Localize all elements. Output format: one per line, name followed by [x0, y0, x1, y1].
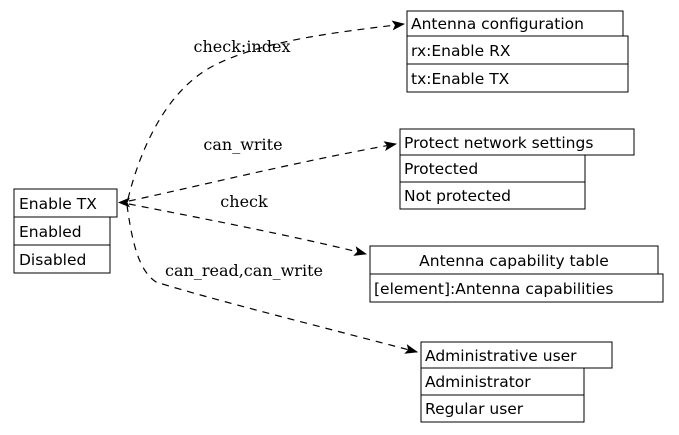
antenna-configuration-row-tx: tx:Enable TX [411, 70, 510, 88]
antenna-configuration-row-rx: rx:Enable RX [411, 42, 511, 60]
edge-can-write [128, 141, 398, 202]
node-administrative-user: Administrative user Administrator Regula… [420, 341, 613, 423]
protect-network-settings-title-box [399, 128, 635, 156]
enable-tx-title: Enable TX [19, 195, 97, 213]
administrative-user-row-regular-user-box [420, 394, 585, 423]
node-protect-network-settings: Protect network settings Protected Not p… [399, 128, 635, 210]
edges [118, 20, 419, 354]
protect-network-settings-row-not-protected: Not protected [404, 187, 511, 205]
edge-label-can-write: can_write [203, 135, 282, 154]
protect-network-settings-row-not-protected-box [399, 181, 586, 210]
administrative-user-title-box [420, 341, 613, 369]
antenna-configuration-row-rx-box [406, 35, 629, 65]
node-antenna-configuration: Antenna configuration rx:Enable RX tx:En… [406, 10, 629, 93]
edge-label-check-index: check:index [194, 37, 291, 56]
administrative-user-row-administrator: Administrator [425, 373, 531, 391]
edge-check-index [127, 20, 406, 200]
edge-can-read-can-write [126, 204, 419, 354]
enable-tx-row-disabled: Disabled [19, 251, 86, 269]
antenna-configuration-row-tx-box [406, 63, 629, 93]
edge-label-can-read-can-write: can_read,can_write [165, 261, 323, 280]
node-enable-tx: Enable TX Enabled Disabled [13, 188, 118, 274]
enable-tx-row-disabled-box [13, 244, 111, 274]
enable-tx-row-enabled: Enabled [19, 223, 82, 241]
antenna-capability-table-row-element-box [369, 273, 664, 303]
edge-labels: check:index can_write check can_read,can… [165, 37, 323, 280]
administrative-user-row-administrator-box [420, 367, 585, 396]
antenna-configuration-title: Antenna configuration [411, 15, 584, 33]
arrowhead-back-to-enable-tx-icon [118, 197, 130, 208]
antenna-capability-table-title: Antenna capability table [419, 252, 609, 270]
protect-network-settings-title: Protect network settings [404, 134, 593, 152]
protect-network-settings-row-protected: Protected [404, 160, 478, 178]
node-antenna-capability-table: Antenna capability table [element]:Anten… [369, 245, 664, 303]
protect-network-settings-row-protected-box [399, 154, 586, 183]
administrative-user-title: Administrative user [425, 347, 577, 365]
edge-label-check: check [220, 192, 268, 211]
administrative-user-row-regular-user: Regular user [425, 400, 524, 418]
enable-tx-title-box [13, 188, 118, 218]
antenna-capability-table-row-element: [element]:Antenna capabilities [374, 280, 613, 298]
antenna-configuration-title-box [406, 10, 624, 37]
edge-check [128, 203, 368, 256]
